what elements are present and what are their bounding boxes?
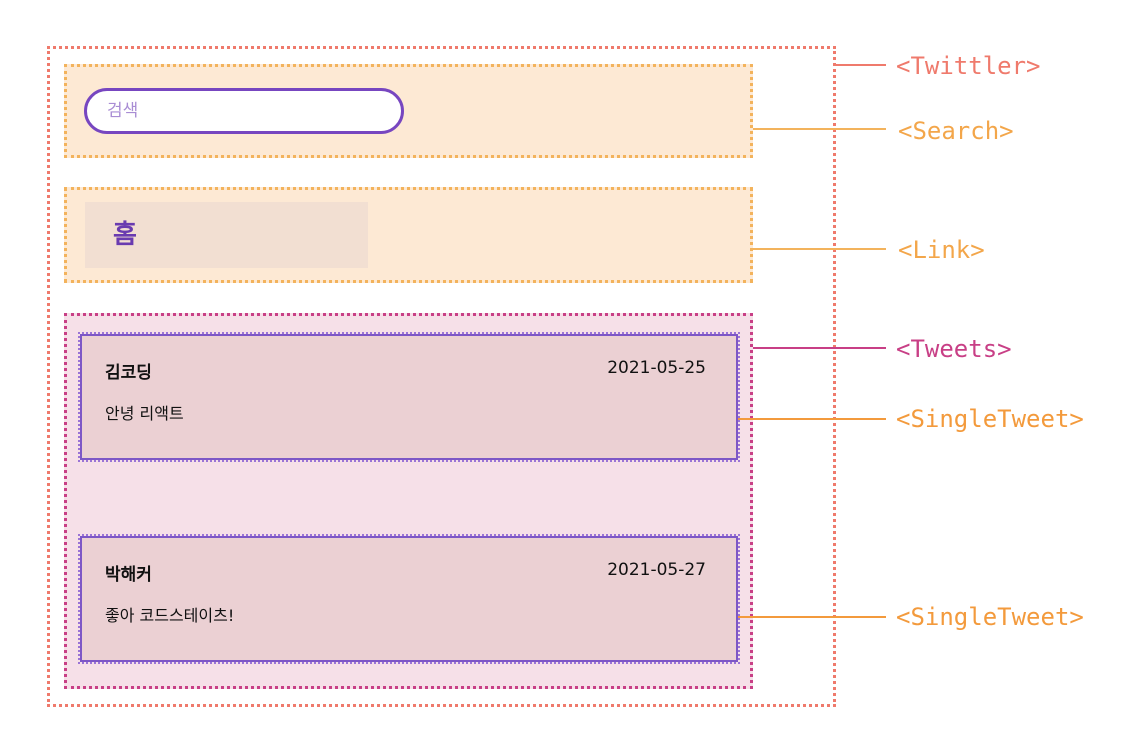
search-label: <Search> [898,117,1014,145]
twittler-label: <Twittler> [896,52,1041,80]
tweets-label: <Tweets> [896,335,1012,363]
tweet-content: 안녕 리액트 [105,404,184,423]
tweet-content: 좋아 코드스테이츠! [105,606,235,625]
single-tweet: 김코딩 2021-05-25 안녕 리액트 [78,332,740,462]
single-tweet-connector-line [738,616,886,618]
tweet-date: 2021-05-25 [607,358,706,378]
twittler-connector-line [836,64,886,66]
link-connector-line [753,248,886,250]
single-tweet-connector-line [738,418,886,420]
tweet-date: 2021-05-27 [607,560,706,580]
search-input[interactable] [84,88,404,134]
tweet-username: 김코딩 [105,363,152,383]
single-tweet: 박해커 2021-05-27 좋아 코드스테이츠! [78,534,740,664]
single-tweet-label: <SingleTweet> [896,405,1084,433]
single-tweet-label: <SingleTweet> [896,603,1084,631]
tweet-username: 박해커 [105,565,152,585]
link-label: <Link> [898,236,985,264]
home-link[interactable]: 홈 [85,202,368,268]
search-connector-line [753,128,886,130]
tweets-connector-line [753,347,886,349]
